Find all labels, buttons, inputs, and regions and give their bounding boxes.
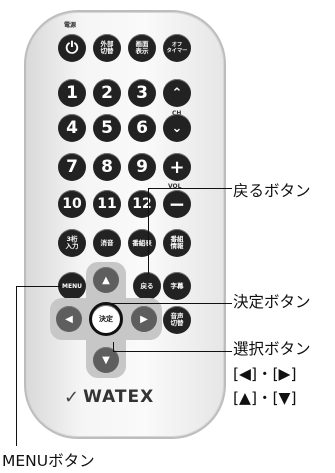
triangle-up-icon: ▲ — [102, 274, 110, 286]
minus-icon: − — [168, 192, 186, 216]
num10-button[interactable]: 10 — [58, 190, 86, 218]
plus-icon: + — [169, 156, 185, 178]
power-icon: ⏻ — [65, 38, 79, 57]
enter-leader — [107, 303, 232, 304]
bangumihyo-button[interactable]: 番組表 — [128, 229, 156, 257]
enter-annotation: 決定ボタン — [233, 293, 311, 311]
gamen-button[interactable]: 画面 表示 — [128, 34, 156, 62]
menu-leader-h — [16, 286, 62, 287]
left-button[interactable]: ◀ — [56, 306, 82, 332]
brand-name: WATEX — [83, 387, 155, 407]
swoosh-icon: ✓ — [64, 386, 80, 408]
select-annotation: 選択ボタン — [233, 340, 311, 358]
ch-label: CH — [172, 110, 181, 117]
num11-button[interactable]: 11 — [93, 190, 121, 218]
select-lr-annotation: [◀]・[▶] — [233, 365, 297, 383]
back-leader-v — [148, 188, 149, 274]
num4-button[interactable]: 4 — [58, 114, 86, 142]
vol-up-button[interactable]: + — [163, 153, 191, 181]
vol-label: VOL — [168, 183, 182, 190]
vol-down-button[interactable]: − — [163, 190, 191, 218]
num7-button[interactable]: 7 — [58, 153, 86, 181]
back-annotation: 戻るボタン — [233, 182, 311, 200]
triangle-left-icon: ◀ — [65, 313, 73, 325]
brand-logo: ✓ WATEX — [64, 384, 184, 410]
gaibu-button[interactable]: 外部 切替 — [93, 34, 121, 62]
num9-button[interactable]: 9 — [128, 153, 156, 181]
chevron-up-icon: ⌃ — [171, 85, 183, 101]
menu-button[interactable]: MENU — [58, 272, 86, 300]
back-button[interactable]: 戻る — [133, 272, 161, 300]
num1-button[interactable]: 1 — [58, 79, 86, 107]
ch-down-button[interactable]: ⌄ — [163, 114, 191, 142]
triangle-right-icon: ▶ — [140, 313, 148, 325]
subtitle-button[interactable]: 字幕 — [163, 272, 191, 300]
select-ud-annotation: [▲]・[▼] — [233, 389, 297, 407]
menu-leader-v — [16, 286, 17, 446]
right-button[interactable]: ▶ — [131, 306, 157, 332]
num5-button[interactable]: 5 — [93, 114, 121, 142]
power-label: 電源 — [64, 22, 77, 29]
select-leader-v — [113, 342, 114, 352]
chevron-down-icon: ⌄ — [171, 120, 183, 136]
enter-button[interactable]: 決定 — [89, 302, 123, 336]
num3-button[interactable]: 3 — [128, 79, 156, 107]
back-leader-h — [148, 188, 232, 189]
bangumi-info-button[interactable]: 番組 情報 — [163, 229, 191, 257]
up-button[interactable]: ▲ — [93, 267, 119, 293]
audio-button[interactable]: 音声 切替 — [163, 306, 191, 334]
menu-annotation: MENUボタン — [2, 452, 95, 470]
ch-up-button[interactable]: ⌃ — [163, 79, 191, 107]
remote-body — [24, 10, 226, 439]
num2-button[interactable]: 2 — [93, 79, 121, 107]
select-leader-h — [113, 351, 232, 352]
num12-button[interactable]: 12 — [128, 190, 156, 218]
off-timer-button[interactable]: オフ タイマー — [163, 34, 191, 62]
mute-button[interactable]: 消音 — [93, 229, 121, 257]
triangle-down-icon: ▼ — [102, 354, 110, 366]
power-button[interactable]: ⏻ — [58, 34, 86, 62]
num6-button[interactable]: 6 — [128, 114, 156, 142]
three-digit-button[interactable]: 3桁 入力 — [58, 229, 86, 257]
num8-button[interactable]: 8 — [93, 153, 121, 181]
